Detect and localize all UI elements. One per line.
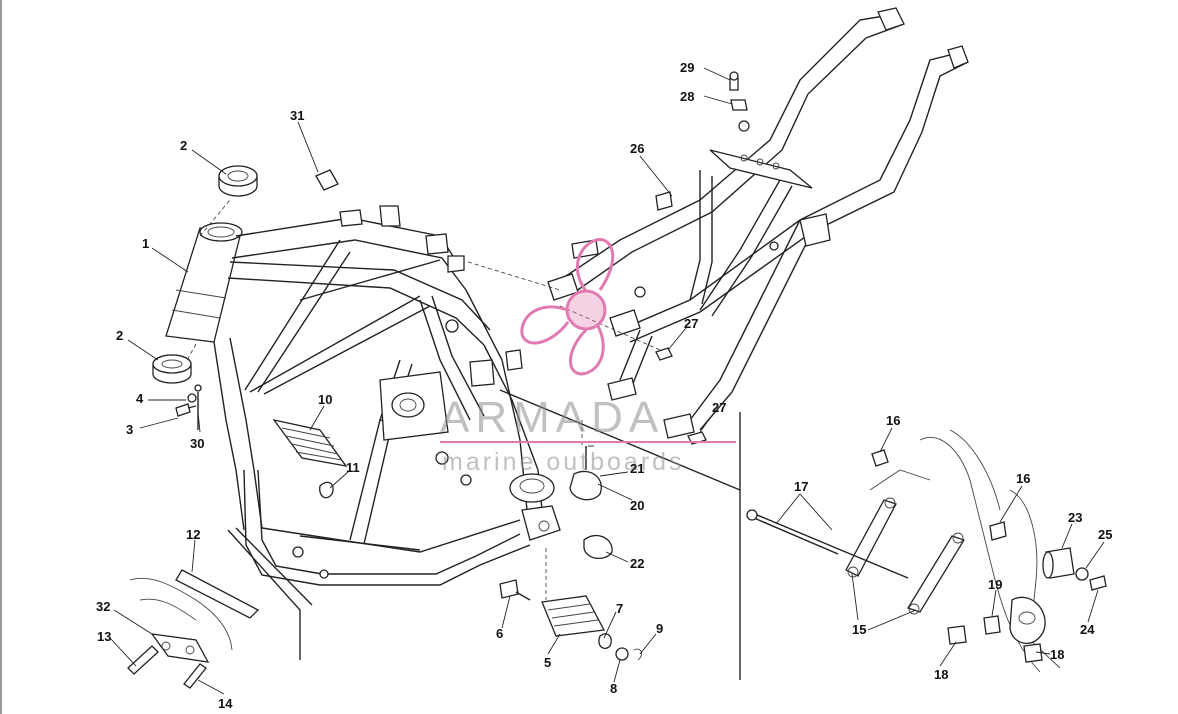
callout-29: 29 (680, 60, 694, 75)
callout-9: 9 (656, 621, 663, 636)
left-footpeg-10 (272, 418, 348, 499)
callout-23: 23 (1068, 510, 1082, 525)
callout-25: 25 (1098, 527, 1112, 542)
rear-subframe-drawing (547, 7, 969, 439)
callout-11: 11 (346, 460, 360, 475)
callout-18-left: 18 (934, 667, 948, 682)
callout-2-lower: 2 (116, 328, 123, 343)
steering-head-tube (165, 222, 243, 343)
callout-30: 30 (190, 436, 204, 451)
sidestand-parts (509, 446, 613, 600)
callout-6: 6 (496, 626, 503, 641)
watermark-subtitle: marine outboards (442, 448, 685, 476)
callout-17: 17 (794, 479, 808, 494)
callout-2-upper: 2 (180, 138, 187, 153)
callout-28: 28 (680, 89, 694, 104)
callout-12: 12 (186, 527, 200, 542)
callout-32: 32 (96, 599, 110, 614)
callout-3: 3 (126, 422, 133, 437)
callout-27-upper: 27 (684, 316, 698, 331)
callout-14: 14 (218, 696, 233, 711)
callout-24: 24 (1080, 622, 1095, 637)
callout-16-right: 16 (1016, 471, 1030, 486)
callout-7: 7 (616, 601, 623, 616)
main-frame-drawing (165, 205, 561, 660)
callout-15: 15 (852, 622, 866, 637)
callout-26: 26 (630, 141, 644, 156)
callout-19: 19 (988, 577, 1002, 592)
callout-22: 22 (630, 556, 644, 571)
callout-16-left: 16 (886, 413, 900, 428)
propeller-logo-icon (520, 238, 615, 376)
steering-bearings (152, 165, 258, 384)
callout-10: 10 (318, 392, 332, 407)
callout-4: 4 (136, 391, 144, 406)
callout-1: 1 (142, 236, 149, 251)
callout-13: 13 (97, 629, 111, 644)
callout-21: 21 (630, 461, 644, 476)
callout-31: 31 (290, 108, 304, 123)
watermark-title: ARMADA (440, 393, 664, 442)
callout-27-lower: 27 (712, 400, 726, 415)
callout-8: 8 (610, 681, 617, 696)
skid-plate-parts (127, 569, 260, 689)
detail-panel (499, 389, 1107, 680)
callout-20: 20 (630, 498, 644, 513)
callout-18-right: 18 (1050, 647, 1064, 662)
callout-5: 5 (544, 655, 551, 670)
headstock-bolts (175, 384, 202, 430)
armada-watermark: ARMADA marine outboards (440, 238, 736, 476)
right-footpeg-5 (499, 579, 642, 661)
callout-labels: 1 2 2 3 4 5 6 7 8 9 10 11 12 13 14 15 16… (96, 60, 1112, 711)
callout-leaders (109, 67, 1105, 695)
